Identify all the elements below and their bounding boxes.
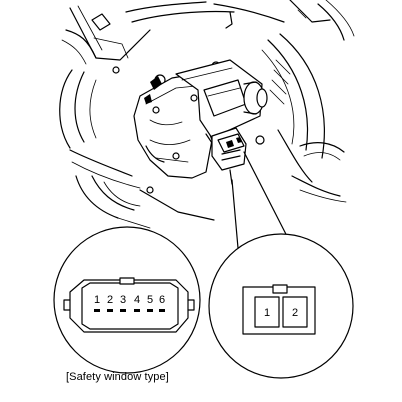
pin-label: 6 [159, 294, 165, 306]
pin-terminals [94, 309, 165, 312]
pin-label: 5 [147, 294, 153, 306]
connector-callout-2pin: 1 2 [208, 233, 354, 379]
pin-label: 2 [107, 294, 113, 306]
pin-label: 1 [94, 294, 100, 306]
leader-lines [231, 151, 293, 249]
door-inner-panel [59, 0, 355, 229]
pin-label: 2 [292, 307, 298, 319]
connector-callout-6pin: 1 2 3 4 5 6 [53, 226, 201, 374]
pin-label: 1 [264, 307, 270, 319]
diagram-caption: [Safety window type] [66, 371, 169, 383]
window-regulator-motor [133, 59, 268, 185]
pin-label: 3 [120, 294, 126, 306]
pin-label: 4 [134, 294, 140, 306]
